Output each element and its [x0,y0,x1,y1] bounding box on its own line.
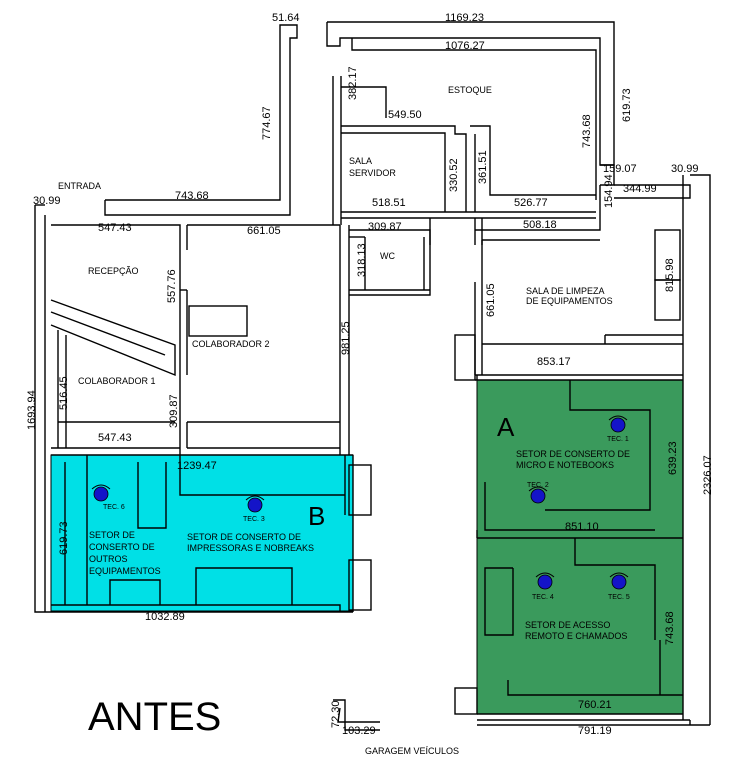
dim-361-51: 361.51 [477,150,489,184]
technician-label: TEC. 4 [532,594,554,601]
dim-344-99: 344.99 [623,183,657,195]
dim-547-43-top: 547.43 [98,222,132,234]
dim-661-05-a: 661.05 [247,225,281,237]
room-impressoras-line1: SETOR DE CONSERTO DE [187,532,301,542]
room-estoque: ESTOQUE [448,85,492,95]
room-micro-line1: SETOR DE CONSERTO DE [516,449,630,459]
room-outros-line1: SETOR DE [89,530,135,540]
dim-557-76: 557.76 [166,269,178,303]
technician-marker [610,417,626,433]
room-sala-servidor-line1: SALA [349,156,372,166]
dim-1169-23: 1169.23 [445,12,484,24]
technician-label: TEC. 1 [607,436,629,443]
dim-743-68-left: 743.68 [175,190,209,202]
room-colaborador-1: COLABORADOR 1 [78,376,156,386]
dim-30-99-right: 30.99 [671,163,699,175]
dim-103-29: 103.29 [342,725,376,737]
dim-619-73-left: 619.73 [58,521,70,555]
dim-981-25: 981.25 [340,321,352,355]
dim-760-21: 760.21 [578,699,612,711]
room-recepcao: RECEPÇÃO [88,266,139,276]
dim-1239-47: 1239.47 [177,460,217,472]
technician-marker [93,486,109,502]
room-outros-line2: CONSERTO DE [89,542,155,552]
room-outros-line4: EQUIPAMENTOS [89,566,161,576]
technician-marker [247,497,263,513]
technician-tec-5: TEC. 5 [608,572,630,601]
dim-1032-89: 1032.89 [145,611,185,623]
dimension-labels: 51.64 1169.23 1076.27 774.67 382.17 549.… [26,12,714,737]
walls [34,21,711,731]
room-garagem: GARAGEM VEÍCULOS [365,746,459,756]
technician-tec-4: TEC. 4 [532,572,555,601]
dim-743-68-right: 743.68 [664,611,676,645]
dim-791-19: 791.19 [578,725,612,737]
room-limpeza-line2: DE EQUIPAMENTOS [526,296,613,306]
dim-549-50: 549.50 [388,109,422,121]
dim-309-87-col: 309.87 [168,394,180,428]
dim-815-98: 815.98 [664,258,676,292]
dim-2326-07: 2326.07 [702,455,714,495]
dim-547-43-bottom: 547.43 [98,432,132,444]
dim-526-77: 526.77 [514,197,548,209]
technician-label: TEC. 2 [527,482,549,489]
technician-tec-3: TEC. 3 [243,495,265,523]
technician-marker [537,574,553,590]
zone-a-label: A [497,412,515,442]
room-acesso-line2: REMOTO E CHAMADOS [525,631,627,641]
dim-30-99-left: 30.99 [33,195,61,207]
zone-b-area [50,454,354,612]
dim-330-52: 330.52 [448,158,460,192]
dim-518-51: 518.51 [372,197,406,209]
dim-318-13: 318.13 [356,243,368,277]
technicians: TEC. 1 TEC. 2 TEC. 3 TEC. 4 TEC. 5 TEC. … [91,415,630,601]
dim-309-87-wc: 309.87 [368,221,402,233]
dim-159-07: 159.07 [603,163,637,175]
dim-382-17: 382.17 [347,66,359,100]
zone-a-area [476,379,684,715]
technician-label: TEC. 6 [103,504,125,511]
dim-72-30: 72.30 [330,700,342,728]
dim-508-18: 508.18 [523,219,557,231]
room-limpeza-line1: SALA DE LIMPEZA [526,286,605,296]
dim-1693-94: 1693.94 [26,390,38,430]
technician-tec-6: TEC. 6 [91,484,125,511]
room-acesso-line1: SETOR DE ACESSO [525,620,610,630]
room-outros-line3: OUTROS [89,554,128,564]
room-sala-servidor-line2: SERVIDOR [349,168,396,178]
dim-743-68-top: 743.68 [581,114,593,148]
dim-516-45: 516.45 [58,376,70,410]
technician-tec-2: TEC. 2 [527,482,549,504]
dim-774-67: 774.67 [261,106,273,140]
room-wc: WC [380,251,395,261]
dim-851-10: 851.10 [565,521,599,533]
room-colaborador-2: COLABORADOR 2 [192,339,270,349]
technician-label: TEC. 5 [608,594,630,601]
dim-154-94: 154.94 [603,174,615,208]
technician-tec-1: TEC. 1 [607,415,629,443]
room-impressoras-line2: IMPRESSORAS E NOBREAKS [187,543,314,553]
dim-1076-27: 1076.27 [445,40,485,52]
technician-marker [611,574,627,590]
technician-marker [530,488,546,504]
room-micro-line2: MICRO E NOTEBOOKS [516,460,614,470]
zone-b-label: B [308,501,325,531]
dim-661-05-b: 661.05 [485,283,497,317]
room-labels: ENTRADA RECEPÇÃO COLABORADOR 2 COLABORAD… [58,85,630,756]
dim-639-23: 639.23 [667,441,679,475]
dim-619-73-top: 619.73 [621,88,633,122]
room-entrada: ENTRADA [58,181,101,191]
technician-label: TEC. 3 [243,516,265,523]
plan-title: ANTES [88,695,221,739]
dim-853-17: 853.17 [537,356,571,368]
dim-51-64: 51.64 [272,12,300,24]
